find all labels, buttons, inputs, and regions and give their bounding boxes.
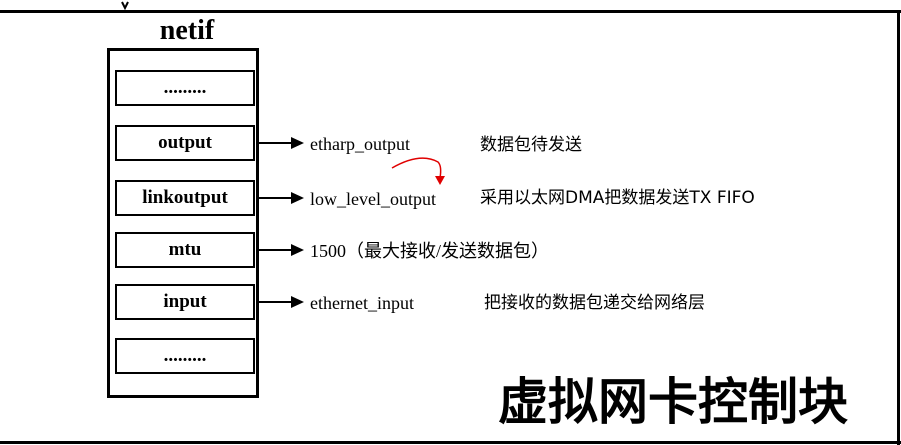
frame-right-border — [897, 10, 900, 445]
field-ellipsis-bottom: ......... — [115, 338, 255, 374]
desc-input: 把接收的数据包递交给网络层 — [484, 293, 705, 313]
target-low-level-output: low_level_output — [310, 189, 436, 209]
field-ellipsis-top: ......... — [115, 70, 255, 106]
field-linkoutput: linkoutput — [115, 180, 255, 216]
field-mtu: mtu — [115, 232, 255, 268]
desc-linkoutput: 采用以太网DMA把数据发送TX FIFO — [480, 188, 755, 208]
field-input: input — [115, 284, 255, 320]
down-arrow-icon — [121, 1, 129, 10]
target-mtu-value: 1500（最大接收/发送数据包） — [310, 241, 549, 261]
target-ethernet-input: ethernet_input — [310, 293, 414, 313]
field-output: output — [115, 125, 255, 161]
netif-title: netif — [159, 15, 215, 46]
frame-bottom-border — [0, 441, 901, 444]
target-etharp-output: etharp_output — [310, 134, 410, 154]
caption-virtual-nic-control-block: 虚拟网卡控制块 — [498, 373, 848, 431]
frame-top-border — [0, 10, 901, 13]
red-link-arrow — [391, 157, 445, 185]
netif-struct-box — [107, 48, 259, 398]
output-arrow — [259, 137, 304, 149]
desc-output: 数据包待发送 — [480, 135, 582, 155]
linkoutput-arrow — [259, 192, 304, 204]
mtu-arrow — [259, 244, 304, 256]
input-arrow — [259, 296, 304, 308]
